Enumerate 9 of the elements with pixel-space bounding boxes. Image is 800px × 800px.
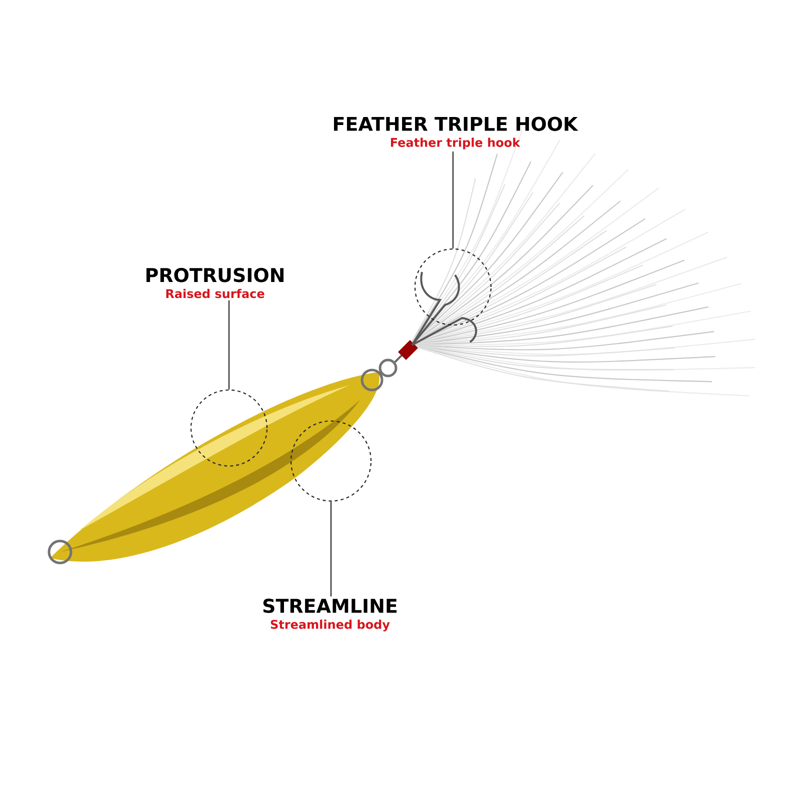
dashed-circle <box>190 389 268 467</box>
dashed-circle <box>290 420 372 502</box>
dashed-circle <box>414 248 492 326</box>
leader-line <box>452 152 454 248</box>
callout-label: FEATHER TRIPLE HOOK Feather triple hook <box>334 116 578 150</box>
leader-line <box>330 502 332 596</box>
callout-label: STREAMLINE Streamlined body <box>263 598 397 632</box>
callout-label: PROTRUSION Raised surface <box>146 268 284 298</box>
leader-line <box>228 300 230 390</box>
